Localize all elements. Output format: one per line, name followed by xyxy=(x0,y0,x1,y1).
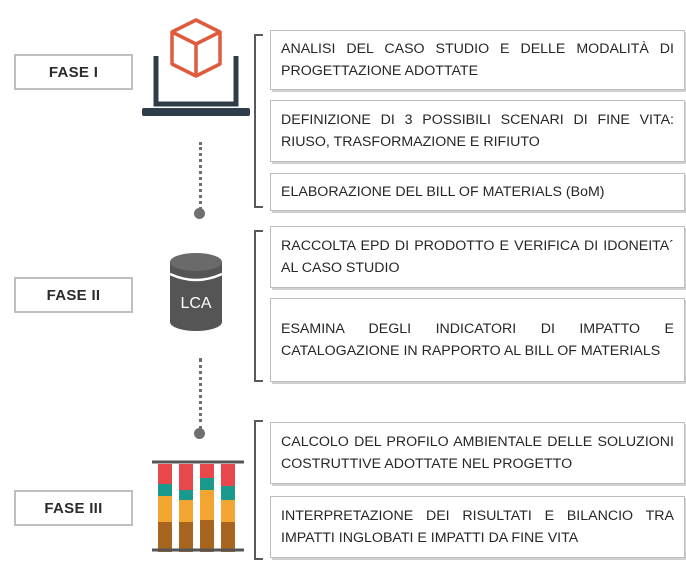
icon-bar-segment xyxy=(221,486,235,500)
phase-3-label-text: FASE III xyxy=(44,499,103,517)
connector-1 xyxy=(199,142,202,210)
phase-3-step-1: CALCOLO DEL PROFILO AMBIENTALE DELLE SOL… xyxy=(270,422,685,484)
phase-2-label: FASE II xyxy=(14,277,133,313)
icon-bar-segment xyxy=(179,490,193,500)
connector-2-dot xyxy=(194,428,205,439)
phase-3-step-2: INTERPRETAZIONE DEI RISULTATI E BILANCIO… xyxy=(270,496,685,558)
phase-1-step-1: ANALISI DEL CASO STUDIO E DELLE MODALITÀ… xyxy=(270,30,685,90)
connector-1-dot xyxy=(194,208,205,219)
icon-bar-segment xyxy=(221,522,235,552)
icon-bar-segment xyxy=(179,464,193,490)
icon-bar-segment xyxy=(179,500,193,522)
phase-2-label-text: FASE II xyxy=(46,286,101,304)
phase-3-bracket xyxy=(254,420,263,560)
phase-1-label: FASE I xyxy=(14,54,133,90)
icon-bar-segment xyxy=(221,464,235,486)
icon-bar-segment xyxy=(200,520,214,552)
icon-bar-segment xyxy=(179,522,193,552)
phase-2-bracket xyxy=(254,230,263,382)
phase-2-step-2: ESAMINA DEGLI INDICATORI DI IMPATTO E CA… xyxy=(270,298,685,382)
icon-bar-segment xyxy=(158,464,172,484)
phase-2-step-1: RACCOLTA EPD DI PRODOTTO E VERIFICA DI I… xyxy=(270,226,685,288)
icon-bar-segment xyxy=(158,484,172,496)
phase-1-bracket xyxy=(254,34,263,208)
phase-1-step-2: DEFINIZIONE DI 3 POSSIBILI SCENARI DI FI… xyxy=(270,100,685,162)
connector-2 xyxy=(199,358,202,430)
icon-bar-segment xyxy=(158,496,172,522)
icon-bar-segment xyxy=(158,522,172,552)
stacked-bars-icon xyxy=(152,460,244,552)
lca-database-icon: LCA xyxy=(169,253,223,331)
phase-3-label: FASE III xyxy=(14,490,133,526)
icon-bar-segment xyxy=(221,500,235,522)
laptop-box-icon xyxy=(142,18,250,116)
phase-1-step-3: ELABORAZIONE DEL BILL OF MATERIALS (BoM) xyxy=(270,173,685,211)
lca-icon-text: LCA xyxy=(180,295,211,312)
icon-bar-segment xyxy=(200,464,214,478)
icon-bar-segment xyxy=(200,490,214,520)
icon-bar-segment xyxy=(200,478,214,490)
phase-1-label-text: FASE I xyxy=(48,63,99,81)
